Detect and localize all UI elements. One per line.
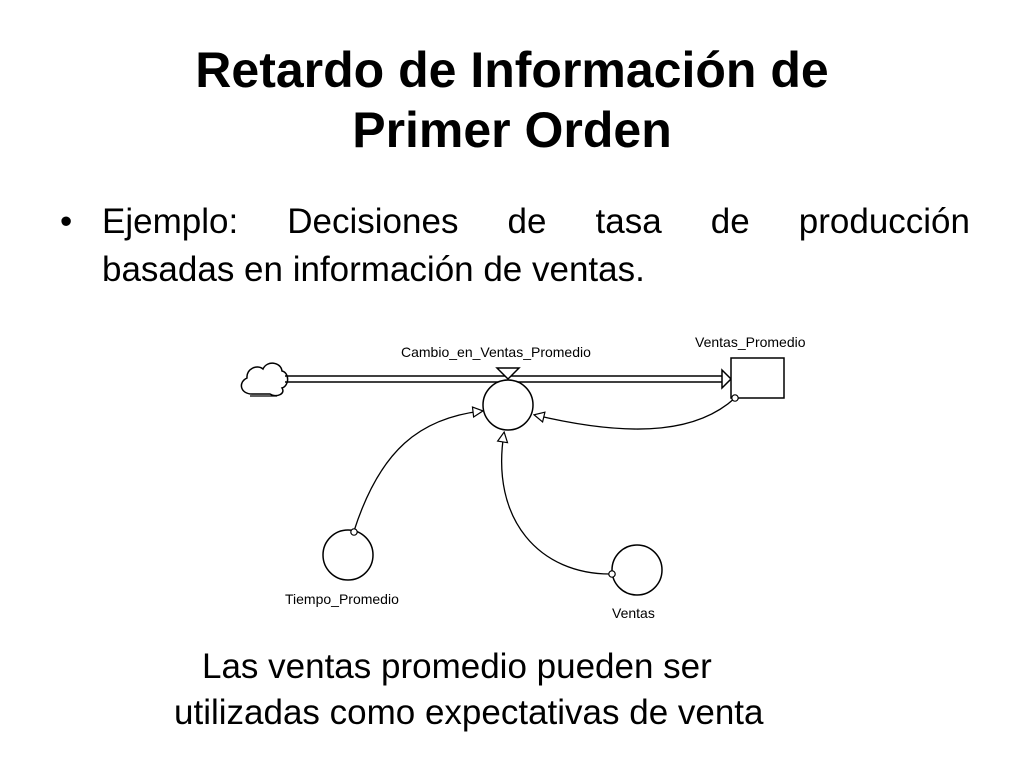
stock-box [730,357,785,399]
connector-origin-dot [731,394,739,402]
bullet-text: Ejemplo: Decisiones de tasa de producció… [102,198,970,294]
note-line-2: utilizadas como expectativas de venta [174,693,764,732]
cloud-source-icon [240,362,289,397]
bullet-text-line-2: basadas en información de ventas. [102,250,645,289]
connector-origin-dot [350,528,358,536]
title-line-1: Retardo de Información de [195,42,829,98]
flow-valve-icon [495,367,521,381]
slide-title: Retardo de Información de Primer Orden [0,40,1024,160]
connector-stock-to-flow [535,397,736,430]
flow-label: Cambio_en_Ventas_Promedio [401,344,591,360]
bullet-text-line-1: Ejemplo: Decisiones de tasa de producció… [102,202,970,241]
bullet-marker: • [60,202,73,241]
flow-arrowhead-icon [721,368,733,390]
aux-label-ventas: Ventas [612,605,655,621]
aux-node-tiempo-promedio [322,529,374,581]
connector-ventas-to-flow [502,433,613,575]
stock-label: Ventas_Promedio [695,334,806,350]
connector-origin-dot [608,570,616,578]
connector-tiempo-to-flow [353,411,482,532]
flow-pipe [285,368,733,390]
aux-node-ventas [611,544,663,596]
flow-rate-node [482,379,534,431]
title-line-2: Primer Orden [352,102,672,158]
aux-label-tiempo-promedio: Tiempo_Promedio [285,591,399,607]
note-line-1: Las ventas promedio pueden ser [202,647,712,686]
